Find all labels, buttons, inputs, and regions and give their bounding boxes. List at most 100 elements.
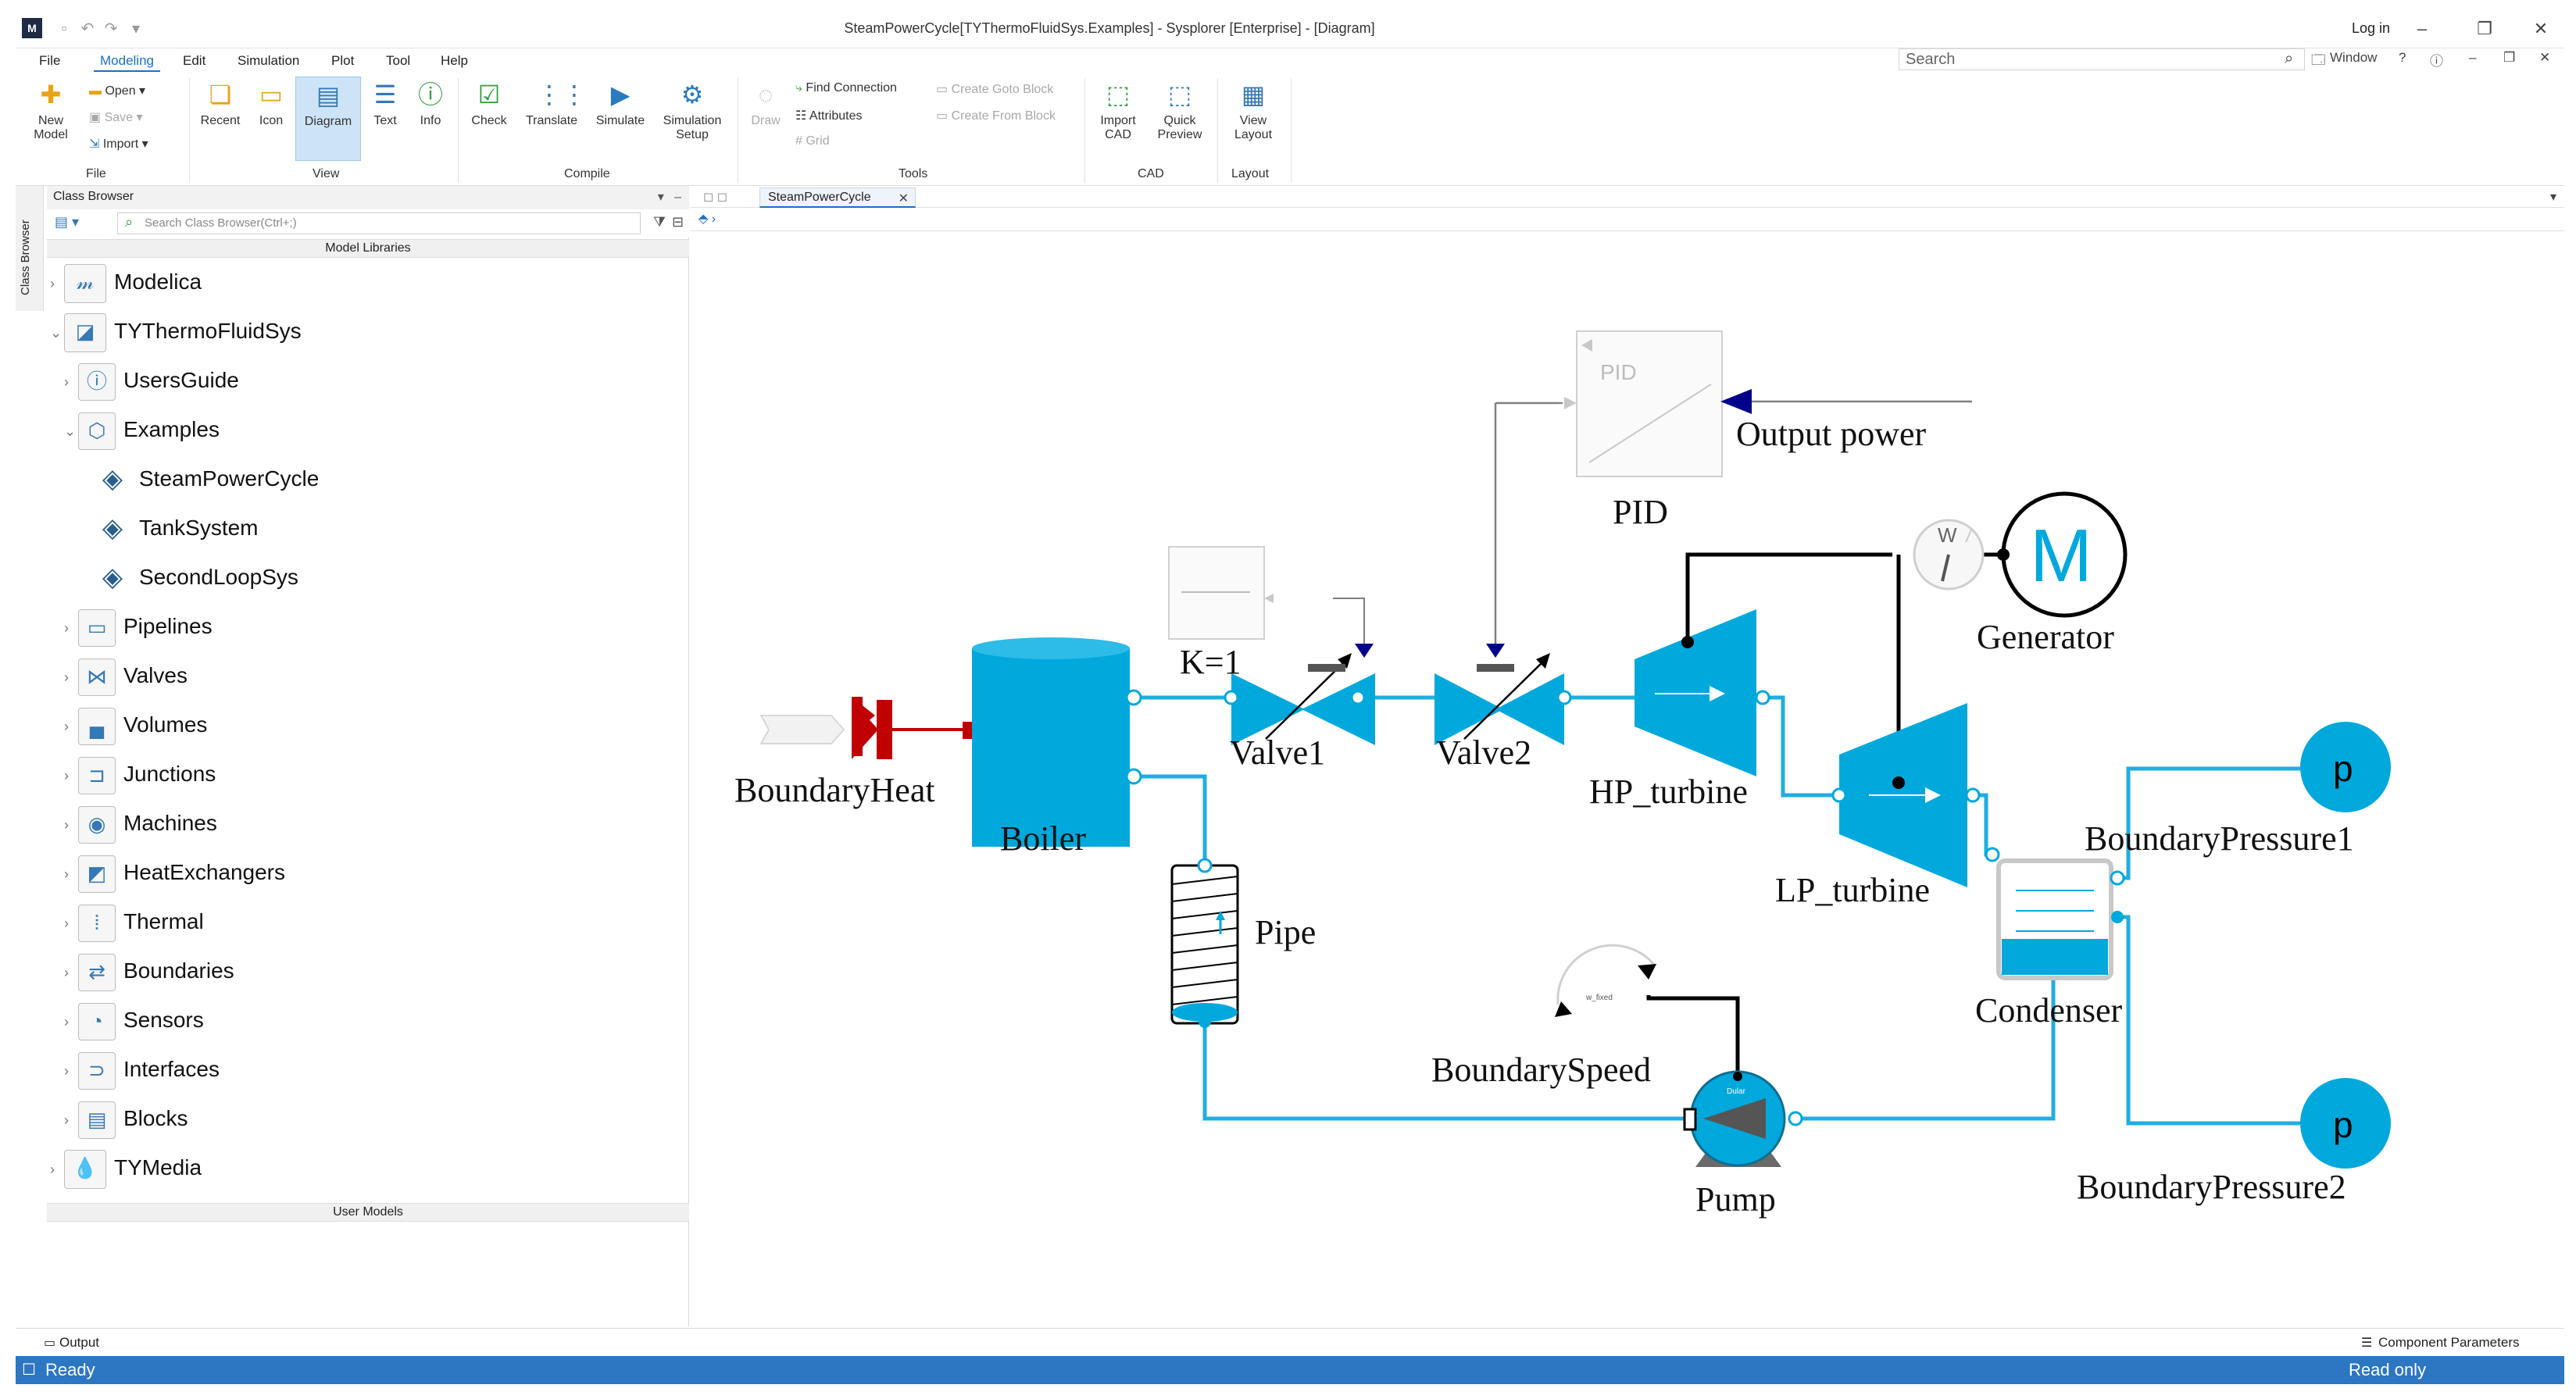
tree-item[interactable]: ⌄⬡Examples [64,405,220,454]
create-goto-button[interactable]: ▭ Create Goto Block [936,81,1053,97]
chevron-right-icon[interactable]: › [64,1013,69,1030]
tree-item[interactable]: ›⋈Valves [64,651,188,700]
chevron-down-icon[interactable]: ⌄ [50,324,63,341]
save-button[interactable]: ▣ Save ▾ [89,111,143,124]
menu-file[interactable]: File [39,53,61,68]
chevron-right-icon[interactable]: › [64,619,69,636]
chevron-right-icon[interactable]: › [50,1161,55,1177]
boundary-speed[interactable]: w_fixed [1555,944,1656,1017]
recent-button[interactable]: ❏ Recent [195,80,245,128]
window-icon[interactable]: 🗔 [2311,52,2326,67]
tree-item[interactable]: ◈SteamPowerCycle [80,455,319,503]
browser-view-icon[interactable]: ▤ ▾ [55,214,80,230]
chevron-right-icon[interactable]: › [64,816,69,833]
condenser[interactable] [1985,847,2125,980]
collapse-all-icon[interactable]: ⊟ [672,214,684,230]
user-models-header[interactable]: User Models [47,1203,689,1222]
pump[interactable]: Dular [1683,1070,1803,1167]
search-icon[interactable]: ⌕ [2285,50,2294,67]
tab-nav-icon[interactable]: ◻ ◻ [703,191,728,204]
info-small-icon[interactable]: ⓘ [2430,54,2443,69]
panel-options-icon[interactable]: ▾ – [657,191,681,204]
draw-button[interactable]: ◌ Draw [742,80,789,128]
close-button[interactable]: ✕ [2533,19,2549,38]
output-tab[interactable]: Output [59,1335,100,1350]
chevron-right-icon[interactable]: › [64,964,69,980]
close-tab-icon[interactable]: ✕ [898,192,909,205]
tree-item[interactable]: ⌄◪TYThermoFluidSys [50,307,302,355]
minimize-button[interactable]: – [2417,19,2428,38]
restore-button[interactable]: ❐ [2477,19,2492,38]
quick-preview-button[interactable]: ⬚ Quick Preview [1150,80,1209,142]
global-search-input[interactable]: Search [1899,48,2305,70]
chevron-right-icon[interactable]: › [64,915,69,931]
find-connection-button[interactable]: ⤷ Find Connection [795,81,897,95]
undo-icon[interactable]: ↶ [80,20,95,37]
chevron-right-icon[interactable]: › [50,275,55,291]
boundary-pressure2[interactable]: p [2300,1078,2391,1169]
save-quick-icon[interactable]: ▫ [61,20,67,37]
tree-item[interactable]: ›◉Machines [64,799,217,848]
chevron-right-icon[interactable]: › [64,1062,69,1079]
tree-item[interactable]: ›▄Volumes [64,701,207,749]
chevron-down-icon[interactable]: ⌄ [64,423,77,439]
view-layout-button[interactable]: ▦ View Layout [1224,80,1283,142]
model-libraries-header[interactable]: Model Libraries [47,239,689,258]
import-button[interactable]: ⇲ Import ▾ [89,137,148,151]
create-from-button[interactable]: ▭ Create From Block [936,108,1056,123]
tab-steampowercycle[interactable]: SteamPowerCycle ✕ [759,187,916,208]
constant-block[interactable] [1168,546,1274,640]
wattmeter[interactable]: W [1913,519,1985,591]
chevron-right-icon[interactable]: › [64,865,69,882]
info-button[interactable]: ⓘ Info [409,80,452,128]
diagram-canvas[interactable]: PID PID Output power K=1 BoundaryHeat Bo… [691,231,2564,1326]
menu-simulation[interactable]: Simulation [238,53,300,68]
simulate-button[interactable]: ▶ Simulate [589,80,652,128]
simulation-setup-button[interactable]: ⚙ Simulation Setup [655,80,730,142]
boundary-heat[interactable] [759,697,980,759]
pid-block[interactable]: PID [1564,330,1723,477]
menu-tool[interactable]: Tool [386,53,411,68]
tree-item[interactable]: ›◩HeatExchangers [64,848,285,897]
open-button[interactable]: ▬ Open ▾ [89,84,146,98]
tree-item[interactable]: ◈SecondLoopSys [80,553,298,601]
class-browser-search-input[interactable]: Search Class Browser(Ctrl+;) [117,212,641,234]
tree-item[interactable]: ›⊐Junctions [64,750,216,798]
tree-item[interactable]: ›⦙Thermal [64,898,204,946]
icon-view-button[interactable]: ▭ Icon [250,80,292,128]
hp-turbine[interactable] [1635,609,1770,776]
tree-item[interactable]: ›▭Pipelines [64,602,213,651]
pipe[interactable] [1170,858,1239,1028]
chevron-right-icon[interactable]: › [64,373,69,390]
boundary-pressure1[interactable]: p [2300,722,2391,812]
tree-item[interactable]: ›⇄Boundaries [64,947,234,995]
login-link[interactable]: Log in [2352,20,2391,36]
toolbar-customize-icon[interactable]: ▾ [131,20,141,37]
import-cad-button[interactable]: ⬚ Import CAD [1091,80,1145,142]
chevron-right-icon[interactable]: › [64,767,69,783]
tree-item[interactable]: ›💧TYMedia [50,1144,202,1192]
tree-item[interactable]: ›▤Blocks [64,1094,188,1143]
generator[interactable]: M [1997,491,2128,618]
menu-modeling[interactable]: Modeling [94,52,160,72]
new-model-button[interactable]: ✚ New Model [27,80,75,142]
chevron-right-icon[interactable]: › [64,718,69,734]
chevron-right-icon[interactable]: › [64,669,69,685]
component-parameters-tab[interactable]: Component Parameters [2378,1335,2520,1350]
boiler[interactable] [972,637,1142,847]
menu-plot[interactable]: Plot [331,53,355,68]
window-menu[interactable]: Window [2330,50,2378,65]
doc-close-button[interactable]: ✕ [2539,50,2551,65]
menu-help[interactable]: Help [441,53,468,68]
breadcrumb[interactable]: ⬘ › [691,208,2564,231]
translate-button[interactable]: ⋮⋮ Translate [519,80,587,128]
attributes-button[interactable]: ☷ Attributes [795,108,863,123]
tab-list-icon[interactable]: ▾ [2549,191,2556,204]
check-button[interactable]: ☑ Check [464,80,514,128]
filter-icon[interactable]: ⧩ [653,214,666,230]
tree-item[interactable]: ›⊃Interfaces [64,1045,220,1094]
chevron-right-icon[interactable]: › [64,1112,69,1128]
redo-icon[interactable]: ↷ [104,20,118,37]
